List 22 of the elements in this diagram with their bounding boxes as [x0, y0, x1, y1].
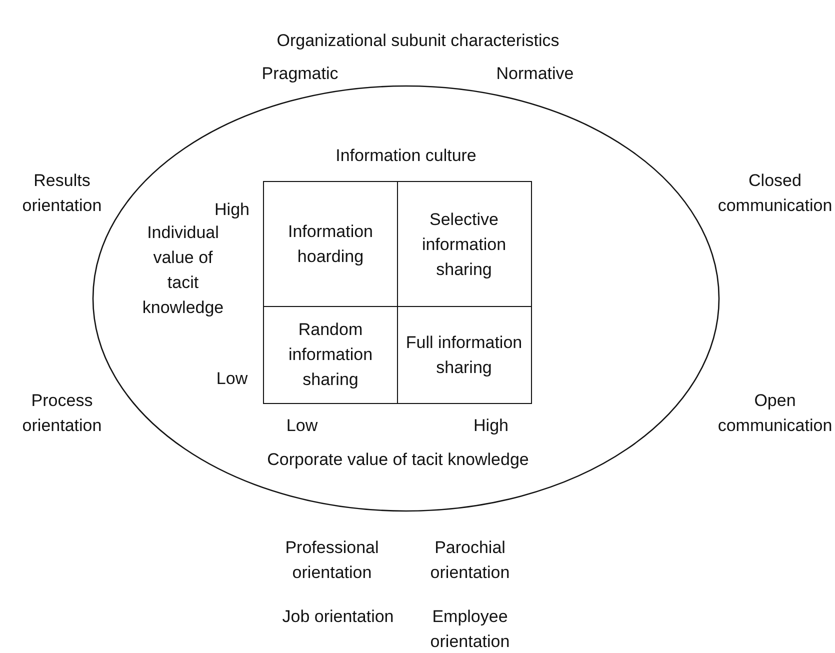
axis-title: Individual value of tacit knowledge [141, 222, 225, 319]
dimension-label: Pragmatic [260, 63, 340, 85]
matrix-cell: Full information sharing [396, 306, 532, 404]
dimension-label: Normative [495, 63, 575, 85]
dimension-label: Closed communication [716, 170, 834, 217]
ellipse-heading: Information culture [336, 145, 476, 167]
axis-tick-label: Low [215, 368, 249, 390]
dimension-label: Process orientation [21, 390, 103, 437]
axis-tick-label: High [214, 199, 250, 221]
dimension-label: Parochial orientation [429, 537, 511, 584]
matrix-cell: Information hoarding [263, 181, 398, 307]
dimension-label: Job orientation [281, 606, 395, 628]
matrix-cell: Selective information sharing [396, 181, 532, 307]
dimension-label: Professional orientation [284, 537, 380, 584]
matrix-cell: Random information sharing [263, 306, 398, 404]
axis-title: Corporate value of tacit knowledge [266, 449, 530, 471]
dimension-label: Open communication [716, 390, 834, 437]
dimension-label: Employee orientation [429, 606, 511, 653]
axis-tick-label: High [472, 415, 510, 437]
subunit-heading: Organizational subunit characteristics [276, 30, 560, 52]
axis-tick-label: Low [285, 415, 319, 437]
dimension-label: Results orientation [21, 170, 103, 217]
